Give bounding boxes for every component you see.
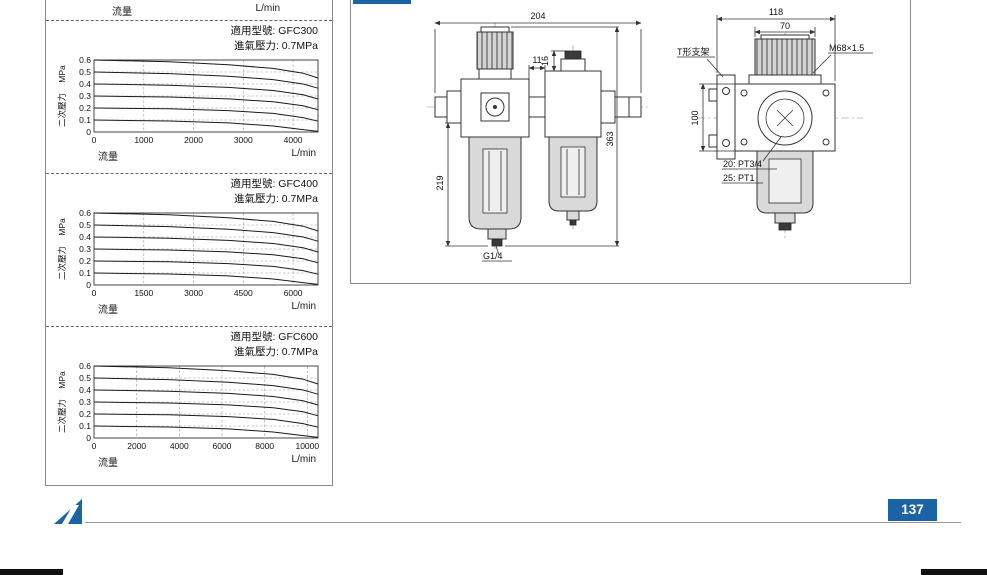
chart-xlabel: 流量 <box>98 152 118 163</box>
svg-text:0.4: 0.4 <box>79 232 91 242</box>
dim-11-label: 11 <box>532 55 541 65</box>
svg-text:0.2: 0.2 <box>79 409 91 419</box>
port-g14-label: G1/4 <box>483 251 503 261</box>
dim-16-label: 16 <box>540 56 550 66</box>
section-header-tab-remnant <box>353 0 411 4</box>
svg-text:1500: 1500 <box>134 288 153 298</box>
chart-pressure-line: 進氣壓力: 0.7MPa <box>233 40 318 52</box>
chart-x-unit: L/min <box>291 454 316 465</box>
chart-model-line: 適用型號: GFC600 <box>230 331 318 343</box>
dim-100-label: 100 <box>690 110 700 125</box>
dim-363-label: 363 <box>605 131 615 146</box>
chart-x-unit: L/min <box>291 148 316 159</box>
svg-text:0.1: 0.1 <box>79 268 91 278</box>
front-view-drawing: 204 <box>427 11 649 262</box>
svg-text:6000: 6000 <box>213 441 232 451</box>
chart-header: 適用型號: GFC400 進氣壓力: 0.7MPa <box>46 177 332 207</box>
svg-text:6000: 6000 <box>284 288 303 298</box>
svg-text:0.1: 0.1 <box>79 115 91 125</box>
dim-70-label: 70 <box>780 21 790 31</box>
dimension-drawings: 204 <box>427 7 873 262</box>
svg-text:0: 0 <box>86 433 91 443</box>
svg-text:2000: 2000 <box>127 441 146 451</box>
brand-logo-icon <box>54 499 82 524</box>
chart-xlabel-row: 流量 L/min <box>46 148 332 163</box>
svg-text:0.6: 0.6 <box>79 55 91 65</box>
svg-text:0.2: 0.2 <box>79 256 91 266</box>
svg-text:8000: 8000 <box>255 441 274 451</box>
svg-text:0: 0 <box>92 135 97 145</box>
chart-pressure-line: 進氣壓力: 0.7MPa <box>233 346 318 358</box>
bracket-label: T形支架 <box>677 46 710 57</box>
brand-logo <box>52 497 84 525</box>
chart-xlabel-row: 流量 L/min <box>46 301 332 316</box>
chart-xlabel: 流量 <box>98 458 118 469</box>
dimension-drawing-panel: 204 <box>350 0 911 284</box>
svg-text:MPa: MPa <box>57 218 67 236</box>
svg-text:0: 0 <box>92 441 97 451</box>
footer-rule <box>85 522 961 523</box>
page-number-badge: 137 <box>888 499 937 521</box>
port-size-line1: 20: PT3/4 <box>723 159 762 169</box>
svg-text:0.6: 0.6 <box>79 361 91 371</box>
svg-text:10000: 10000 <box>295 441 319 451</box>
chart-model-line: 適用型號: GFC300 <box>230 25 318 37</box>
dim-219-label: 219 <box>435 175 445 190</box>
svg-text:二次壓力: 二次壓力 <box>57 93 67 127</box>
svg-text:0: 0 <box>92 288 97 298</box>
svg-text:0: 0 <box>86 127 91 137</box>
bottom-right-crop-bar <box>921 569 987 575</box>
svg-text:4000: 4000 <box>284 135 303 145</box>
side-view-drawing: 118 70 <box>677 7 873 239</box>
svg-text:0.4: 0.4 <box>79 385 91 395</box>
chart-header: 適用型號: GFC600 進氣壓力: 0.7MPa <box>46 330 332 360</box>
chart-x-unit: L/min <box>291 301 316 312</box>
svg-text:2000: 2000 <box>184 135 203 145</box>
svg-text:0.4: 0.4 <box>79 79 91 89</box>
svg-text:0.5: 0.5 <box>79 373 91 383</box>
svg-text:0.5: 0.5 <box>79 220 91 230</box>
chart-xlabel-row: 流量 L/min <box>46 454 332 469</box>
svg-text:0.2: 0.2 <box>79 103 91 113</box>
chart-header: 適用型號: GFC300 進氣壓力: 0.7MPa <box>46 24 332 54</box>
svg-text:0.3: 0.3 <box>79 91 91 101</box>
svg-text:1000: 1000 <box>134 135 153 145</box>
cutoff-xlabel: 流量 <box>112 7 132 18</box>
svg-text:二次壓力: 二次壓力 <box>57 399 67 433</box>
svg-text:0.3: 0.3 <box>79 244 91 254</box>
cutoff-x-unit: L/min <box>255 3 280 14</box>
svg-text:0.6: 0.6 <box>79 208 91 218</box>
svg-text:3000: 3000 <box>184 288 203 298</box>
thread-label: M68×1.5 <box>829 43 864 53</box>
svg-text:4000: 4000 <box>170 441 189 451</box>
svg-text:0.5: 0.5 <box>79 67 91 77</box>
svg-text:二次壓力: 二次壓力 <box>57 246 67 280</box>
chart-xlabel: 流量 <box>98 305 118 316</box>
svg-text:0.1: 0.1 <box>79 421 91 431</box>
chart-pressure-line: 進氣壓力: 0.7MPa <box>233 193 318 205</box>
bottom-left-crop-bar <box>0 569 63 575</box>
cutoff-chart-caption: 流量 L/min <box>46 0 332 20</box>
chart-model-line: 適用型號: GFC400 <box>230 178 318 190</box>
svg-text:MPa: MPa <box>57 65 67 83</box>
port-size-line2: 25: PT1 <box>723 173 755 183</box>
dim-204-label: 204 <box>530 11 545 21</box>
svg-text:4500: 4500 <box>234 288 253 298</box>
svg-text:3000: 3000 <box>234 135 253 145</box>
svg-text:0.3: 0.3 <box>79 397 91 407</box>
svg-text:0: 0 <box>86 280 91 290</box>
svg-text:MPa: MPa <box>57 371 67 389</box>
dim-118-label: 118 <box>769 7 783 17</box>
